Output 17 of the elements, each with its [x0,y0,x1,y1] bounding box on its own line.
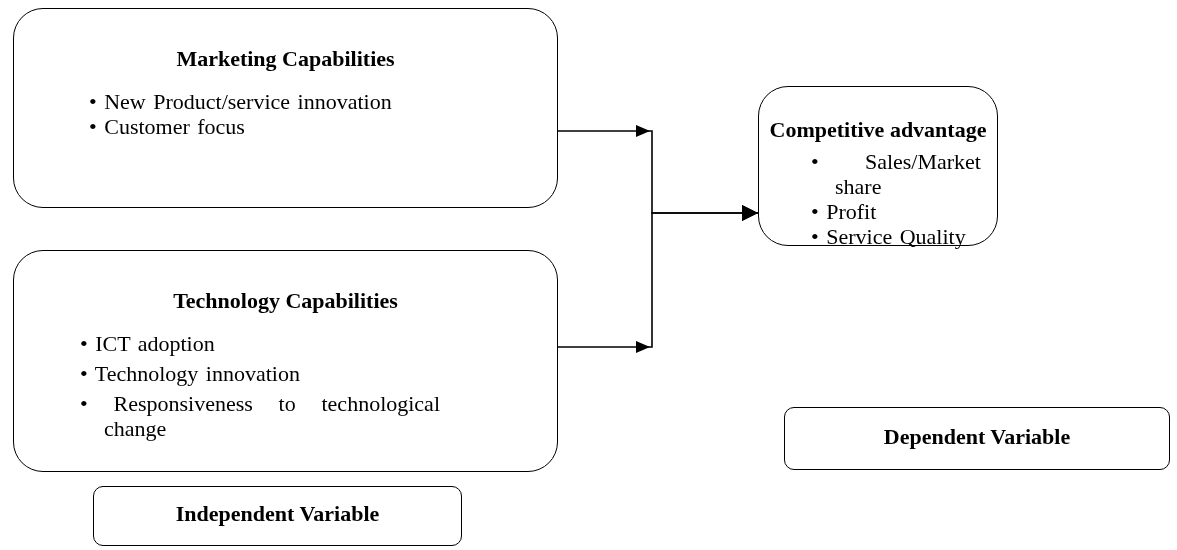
bullet-item: • New Product/service innovation [89,89,393,114]
rounded-box [93,486,462,546]
rounded-box [784,407,1170,470]
bullet-item: • Responsiveness to technological change [80,391,440,441]
box-heading: Dependent Variable [882,424,1072,450]
box-heading: Competitive advantage [768,117,988,143]
bullet-item: • Customer focus [89,114,246,139]
bullet-item: • Sales/Market share [811,149,981,199]
bullet-item: • Technology innovation [80,361,301,386]
box-heading: Technology Capabilities [172,288,399,314]
bullet-item: • Profit [811,199,878,224]
rounded-box [13,8,558,208]
bullet-item: • ICT adoption [80,331,216,356]
box-heading: Marketing Capabilities [175,46,396,72]
bullet-item: • Service Quality [811,224,967,249]
rounded-box [13,250,558,472]
box-heading: Independent Variable [174,501,381,527]
